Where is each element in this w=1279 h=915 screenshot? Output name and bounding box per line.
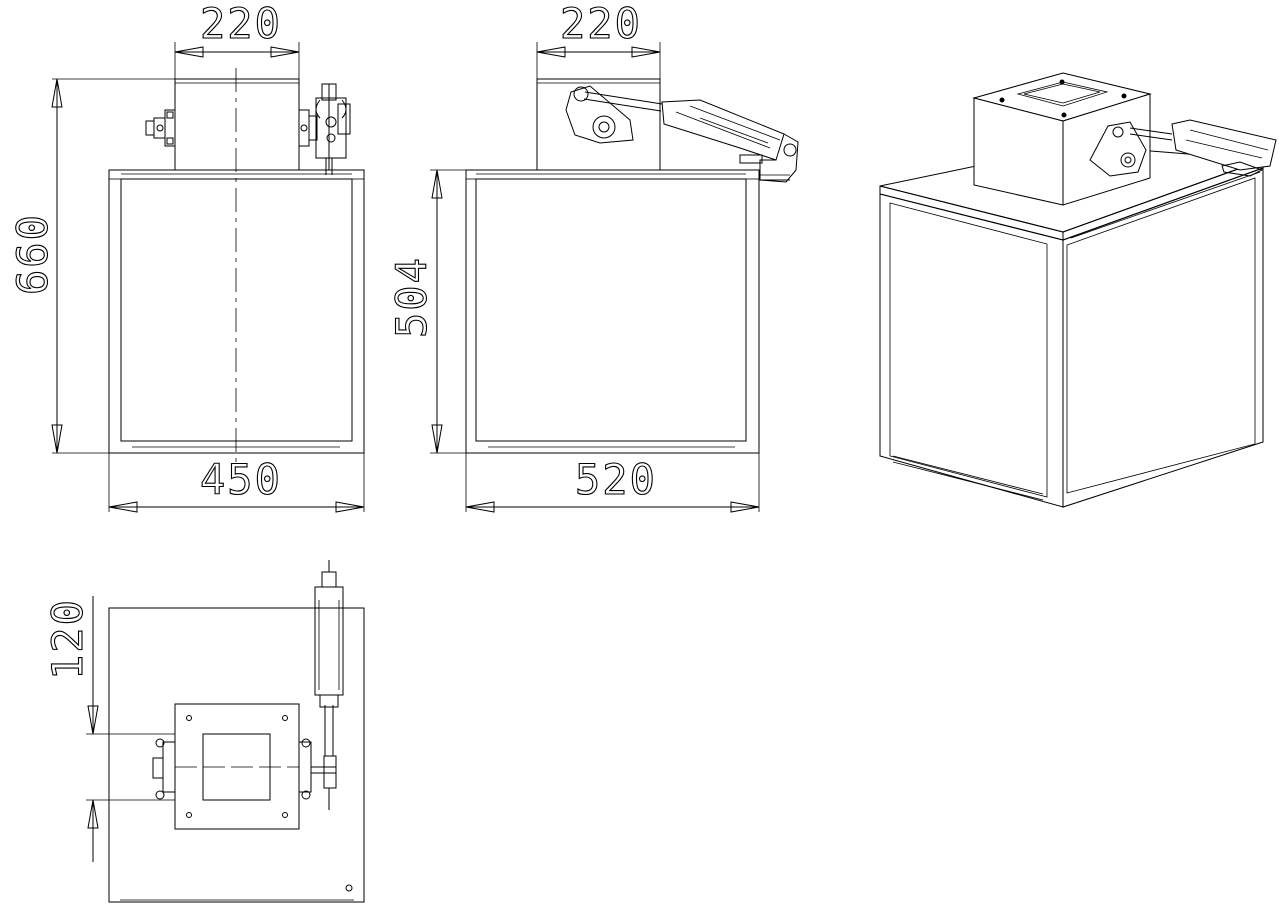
front-view xyxy=(108,68,365,462)
dim-plan-offset: 120 xyxy=(43,598,92,680)
side-actuator xyxy=(565,85,799,183)
side-view xyxy=(465,78,799,454)
side-dimensions: 220 504 520 xyxy=(386,0,760,513)
left-bolt-flange xyxy=(145,109,176,147)
dim-front-height: 660 xyxy=(8,213,57,295)
right-actuator xyxy=(298,83,351,175)
dim-front-width: 450 xyxy=(200,455,282,504)
plan-view xyxy=(108,560,365,903)
isometric-view xyxy=(879,72,1277,508)
dim-front-top-width: 220 xyxy=(200,0,282,48)
iso-actuator xyxy=(1089,119,1277,177)
dim-side-body-height: 504 xyxy=(387,256,436,338)
plan-dimensions: 120 xyxy=(42,596,175,862)
dim-side-top-width: 220 xyxy=(560,0,642,48)
dim-side-width: 520 xyxy=(575,455,657,504)
front-dimensions: 220 660 450 xyxy=(7,0,365,513)
